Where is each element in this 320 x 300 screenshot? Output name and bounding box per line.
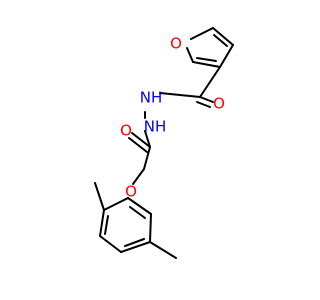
top-nh-label: NH	[140, 89, 163, 107]
bottom-nh-label: NH	[144, 118, 167, 136]
upper-amide-bonds	[144, 66, 221, 119]
benzene-ring	[99, 197, 152, 253]
methyl-groups	[94, 182, 177, 259]
ether-oxygen-label: O	[125, 183, 137, 201]
furan-ring	[186, 27, 234, 68]
molecule-canvas: O O NH NH O O	[94, 27, 234, 259]
furan-oxygen-label: O	[170, 35, 182, 53]
top-carbonyl-oxygen-label: O	[213, 95, 225, 113]
lower-carbonyl-oxygen-label: O	[120, 122, 132, 140]
structure-diagram: O O NH NH O O	[94, 27, 234, 259]
lower-amide-bonds	[128, 130, 151, 185]
